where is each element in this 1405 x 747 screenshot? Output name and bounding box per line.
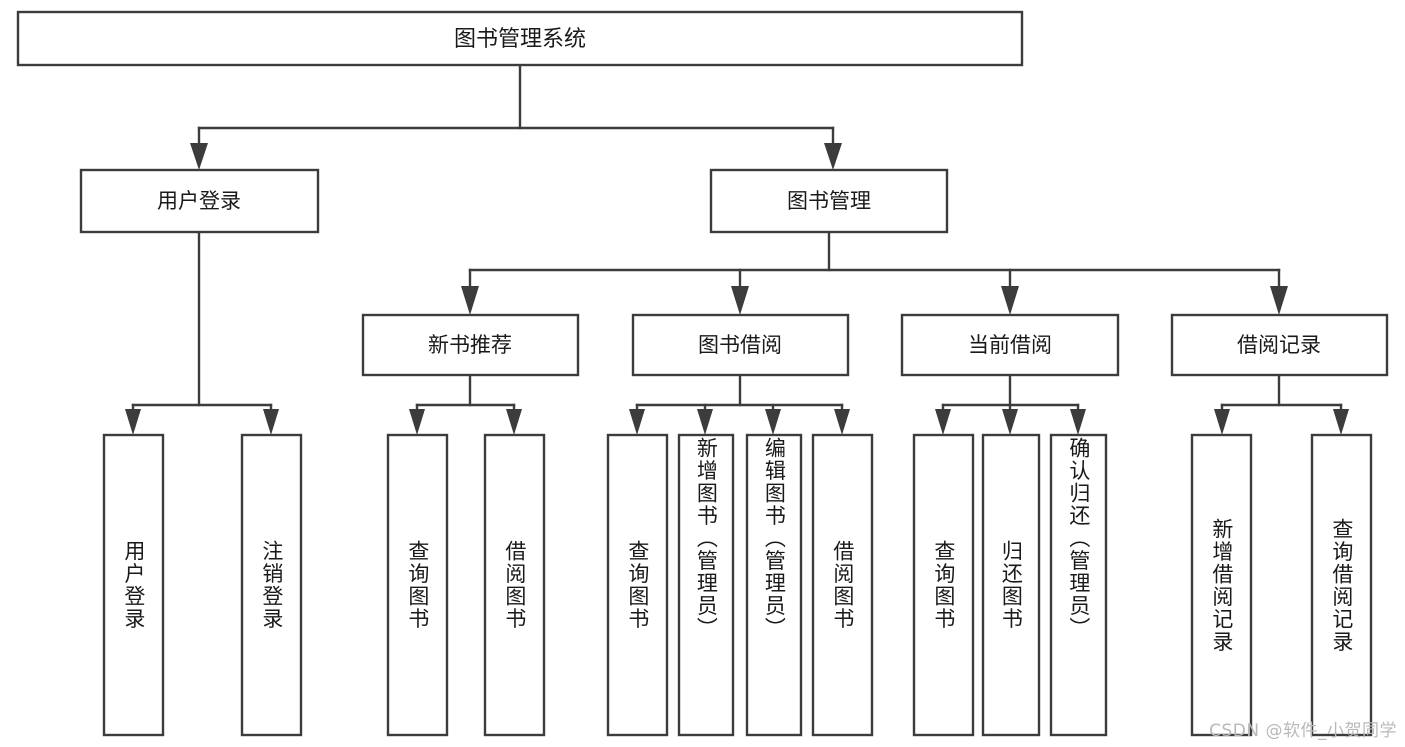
arrow-icon-leaf-4 <box>506 409 522 435</box>
arrow-icon-leaf-13 <box>1333 409 1349 435</box>
node-borrow-record[interactable]: 借阅记录 <box>1170 313 1389 377</box>
arrow-icon-leaf-5 <box>629 409 645 435</box>
node-leaf-11-box[interactable] <box>1049 433 1108 737</box>
node-book-manage[interactable]: 图书管理 <box>709 168 949 234</box>
node-leaf-5-box[interactable] <box>606 433 669 737</box>
node-current-borrow[interactable]: 当前借阅 <box>900 313 1120 377</box>
node-leaf-13-box[interactable] <box>1310 433 1373 737</box>
node-leaf-6-box[interactable] <box>677 433 735 737</box>
watermark-text: CSDN @软件_小贺同学 <box>1209 721 1397 741</box>
node-current-borrow-box[interactable] <box>900 313 1120 377</box>
arrow-icon-leaf-7 <box>765 409 781 435</box>
node-leaf-4-box[interactable] <box>483 433 546 737</box>
node-leaf-9-box[interactable] <box>912 433 975 737</box>
node-root-label: 图书管理系统 <box>454 27 586 52</box>
node-new-book-rec[interactable]: 新书推荐 <box>361 313 580 377</box>
node-user-login-box[interactable] <box>79 168 320 234</box>
node-root-box[interactable] <box>16 10 1024 67</box>
arrow-icon-newbook <box>461 286 479 315</box>
arrow-icon-leaf-1 <box>125 409 141 435</box>
arrow-icon-currentborrow <box>1001 286 1019 315</box>
node-book-borrow-box[interactable] <box>631 313 850 377</box>
node-leaf-7-box[interactable] <box>745 433 803 737</box>
node-book-borrow-label: 图书借阅 <box>698 333 782 357</box>
node-leaf-3-box[interactable] <box>386 433 449 737</box>
node-borrow-record-box[interactable] <box>1170 313 1389 377</box>
node-user-login[interactable]: 用户登录 <box>79 168 320 234</box>
arrow-icon-leaf-10 <box>1002 409 1018 435</box>
node-book-manage-box[interactable] <box>709 168 949 234</box>
node-root[interactable]: 图书管理系统 <box>16 10 1024 67</box>
node-book-borrow[interactable]: 图书借阅 <box>631 313 850 377</box>
arrow-icon-user-login <box>190 143 208 170</box>
arrow-icon-leaf-6 <box>697 409 713 435</box>
node-user-login-label: 用户登录 <box>157 189 241 213</box>
node-leaf-1-box[interactable] <box>102 433 165 737</box>
arrow-icon-leaf-3 <box>409 409 425 435</box>
arrow-icon-book-manage <box>824 143 842 170</box>
connectors-layer <box>125 63 1349 435</box>
node-leaf-8-box[interactable] <box>811 433 874 737</box>
node-book-manage-label: 图书管理 <box>787 189 871 213</box>
arrow-icon-bookborrow <box>731 286 749 315</box>
arrow-icon-leaf-9 <box>935 409 951 435</box>
arrow-icon-borrowrecord <box>1270 286 1288 315</box>
arrow-icon-leaf-11 <box>1070 409 1086 435</box>
arrow-icon-leaf-12 <box>1214 409 1230 435</box>
arrow-icon-leaf-8 <box>834 409 850 435</box>
node-leaf-10-box[interactable] <box>981 433 1041 737</box>
node-leaf-12-box[interactable] <box>1190 433 1253 737</box>
node-leaf-2-box[interactable] <box>240 433 303 737</box>
node-new-book-rec-label: 新书推荐 <box>428 333 512 357</box>
node-new-book-rec-box[interactable] <box>361 313 580 377</box>
node-current-borrow-label: 当前借阅 <box>968 333 1052 357</box>
node-borrow-record-label: 借阅记录 <box>1237 333 1321 357</box>
arrow-icon-leaf-2 <box>263 409 279 435</box>
